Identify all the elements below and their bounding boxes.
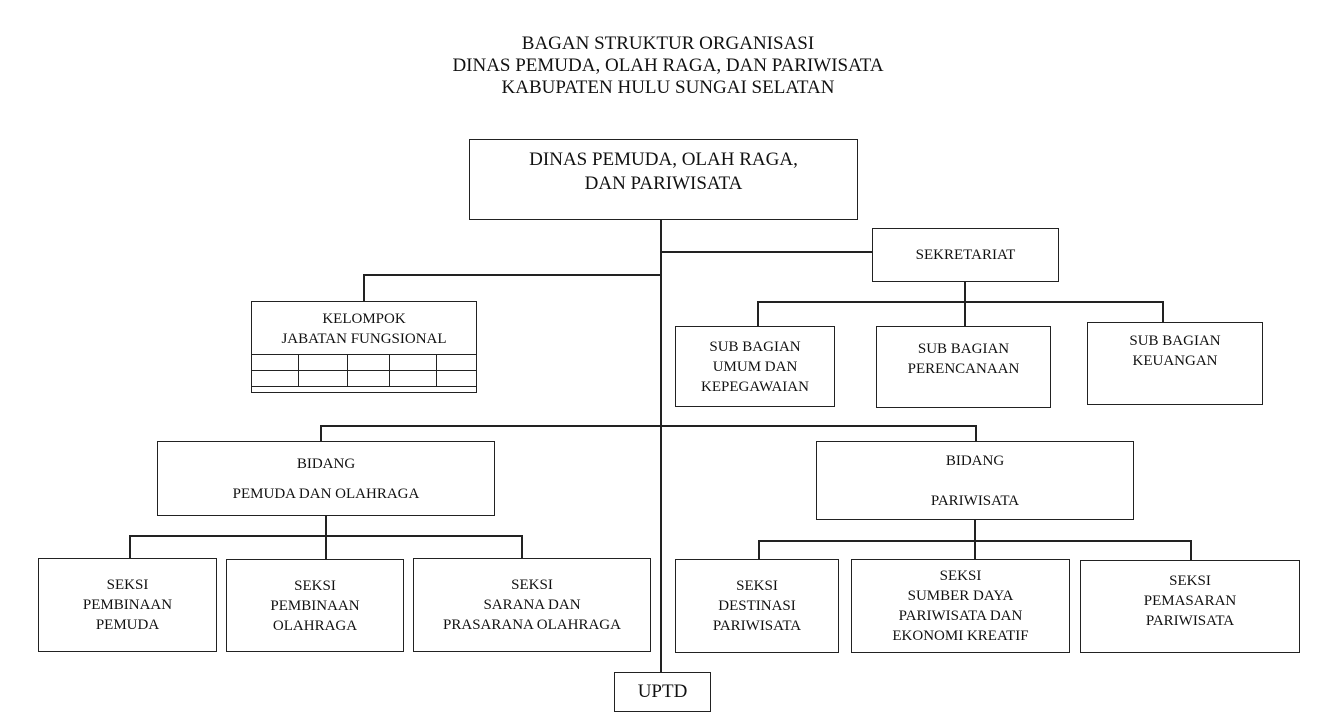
connector-to-kelompok [363, 274, 661, 276]
connector-seksi-pemuda-bar [129, 535, 522, 537]
node-label-line: PRASARANA OLAHRAGA [443, 617, 621, 633]
node-sub-bagian-perencanaan: SUB BAGIAN PERENCANAAN [876, 326, 1051, 408]
node-label-line: SUB BAGIAN [917, 341, 1010, 357]
node-label-line: PARIWISATA DAN [898, 608, 1023, 624]
node-label-line: SEKRETARIAT [915, 247, 1016, 263]
connector-subbagian-bar [757, 301, 1163, 303]
connector-bidang-bar [320, 425, 976, 427]
node-label-line: UMUM DAN [712, 358, 798, 375]
node-label-line: BIDANG [945, 452, 1005, 469]
connector-bidang-pemuda-drop [320, 425, 322, 442]
title-line-2: DINAS PEMUDA, OLAH RAGA, DAN PARIWISATA [452, 55, 884, 76]
connector-seksi-pemuda-drop [129, 535, 131, 558]
node-seksi-sarana-prasarana: SEKSI SARANA DAN PRASARANA OLAHRAGA [413, 558, 651, 652]
node-sekretariat: SEKRETARIAT [872, 228, 1059, 282]
connector-kelompok-drop [363, 274, 365, 302]
node-sub-bagian-umum: SUB BAGIAN UMUM DAN KEPEGAWAIAN [675, 326, 835, 407]
connector-seksi-pemasaran-drop [1190, 540, 1192, 561]
node-sub-bagian-keuangan: SUB BAGIAN KEUANGAN [1087, 322, 1263, 405]
node-label-line: JABATAN FUNGSIONAL [281, 331, 447, 347]
node-label-line: UPTD [637, 681, 688, 702]
node-bidang-pemuda-olahraga: BIDANG PEMUDA DAN OLAHRAGA [157, 441, 495, 516]
node-label-line: PEMASARAN [1143, 593, 1237, 609]
node-uptd: UPTD [614, 672, 711, 712]
node-label-line: SUB BAGIAN [709, 338, 801, 355]
connector-seksi-pariwisata-bar [758, 540, 1191, 542]
node-seksi-pembinaan-pemuda: SEKSI PEMBINAAN PEMUDA [38, 558, 217, 652]
node-label-line: PEMUDA DAN OLAHRAGA [232, 485, 420, 502]
node-label-line: PEMBINAAN [82, 597, 173, 613]
connector-seksi-sarana-drop [521, 535, 523, 558]
node-seksi-sumber-daya: SEKSI SUMBER DAYA PARIWISATA DAN EKONOMI… [851, 559, 1070, 653]
title-line-3: KABUPATEN HULU SUNGAI SELATAN [501, 77, 835, 98]
node-label-line: BIDANG [296, 455, 356, 472]
node-seksi-pemasaran-pariwisata: SEKSI PEMASARAN PARIWISATA [1080, 560, 1300, 653]
connector-bidang-pariwisata-drop [975, 425, 977, 442]
node-label-line: DINAS PEMUDA, OLAH RAGA, [529, 149, 798, 170]
node-label-line: PARIWISATA [930, 492, 1020, 509]
node-label-line: SUB BAGIAN [1129, 333, 1221, 349]
node-label-line: SEKSI [736, 578, 778, 594]
connector-seksi-destinasi-drop [758, 540, 760, 560]
node-label-line: OLAHRAGA [272, 617, 358, 634]
node-label-line: KEPEGAWAIAN [701, 378, 809, 395]
node-label-line: KEUANGAN [1132, 353, 1218, 369]
node-label-line: DESTINASI [718, 598, 796, 614]
node-label-line: PEMUDA [95, 617, 160, 633]
node-label-line: EKONOMI KREATIF [892, 628, 1029, 644]
node-label-line: PARIWISATA [712, 618, 802, 634]
title-line-1: BAGAN STRUKTUR ORGANISASI [521, 33, 815, 54]
node-label-line: SEKSI [511, 577, 553, 593]
chart-title: BAGAN STRUKTUR ORGANISASI DINAS PEMUDA, … [0, 33, 1332, 99]
node-seksi-pembinaan-olahraga: SEKSI PEMBINAAN OLAHRAGA [226, 559, 404, 652]
connector-sub-umum-drop [757, 301, 759, 327]
connector-to-sekretariat [661, 251, 873, 253]
connector-sub-keuangan-drop [1162, 301, 1164, 323]
node-label-line: SEKSI [106, 577, 149, 593]
node-label-line: PERENCANAAN [907, 361, 1020, 377]
node-dinas-head: DINAS PEMUDA, OLAH RAGA, DAN PARIWISATA [469, 139, 858, 220]
connector-sekretariat-down [964, 281, 966, 327]
node-label-line: KELOMPOK [322, 311, 406, 327]
connector-bidang-pemuda-down [325, 515, 327, 559]
node-label-line: SEKSI [294, 577, 336, 594]
node-label-line: SARANA DAN [483, 597, 581, 613]
node-label-line: DAN PARIWISATA [584, 173, 743, 194]
node-label-line: SEKSI [939, 568, 982, 584]
node-label-line: PEMBINAAN [270, 597, 360, 614]
kelompok-grid [251, 354, 477, 387]
node-seksi-destinasi-pariwisata: SEKSI DESTINASI PARIWISATA [675, 559, 839, 653]
node-label-line: PARIWISATA [1145, 613, 1235, 629]
node-label-line: SUMBER DAYA [907, 588, 1014, 604]
connector-main-trunk [660, 220, 662, 672]
node-bidang-pariwisata: BIDANG PARIWISATA [816, 441, 1134, 520]
node-label-line: SEKSI [1169, 573, 1211, 589]
